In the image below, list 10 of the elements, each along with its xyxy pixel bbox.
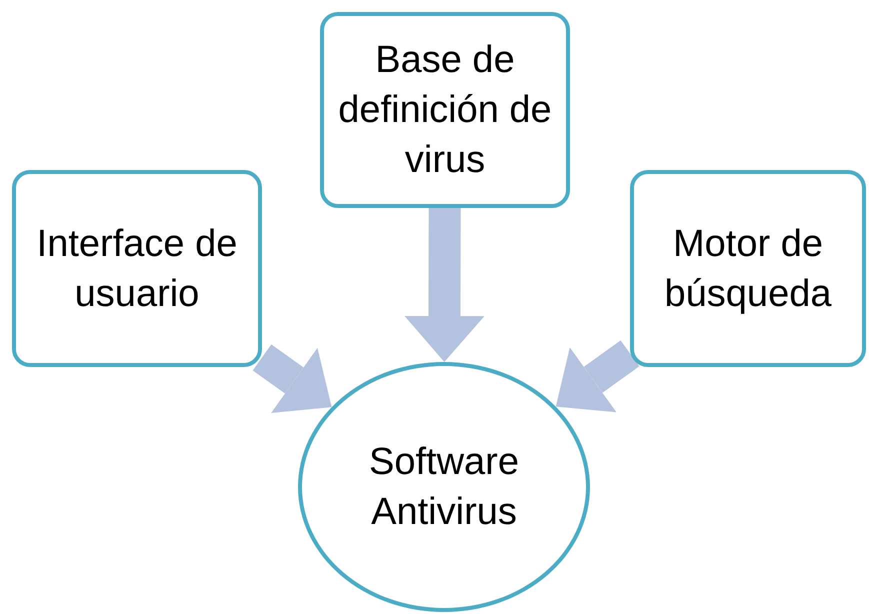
- node-label: Software Antivirus: [368, 440, 520, 535]
- rounded-box: [320, 12, 570, 208]
- rounded-box: [630, 170, 866, 367]
- node-label: Motor de búsqueda: [664, 222, 832, 316]
- block-arrow: [556, 340, 640, 412]
- node-label: Base de definición de virus: [337, 38, 553, 183]
- node-label: Interface de usuario: [36, 222, 238, 316]
- rounded-box: [12, 170, 262, 367]
- block-arrow: [252, 344, 332, 413]
- block-arrow: [404, 208, 484, 362]
